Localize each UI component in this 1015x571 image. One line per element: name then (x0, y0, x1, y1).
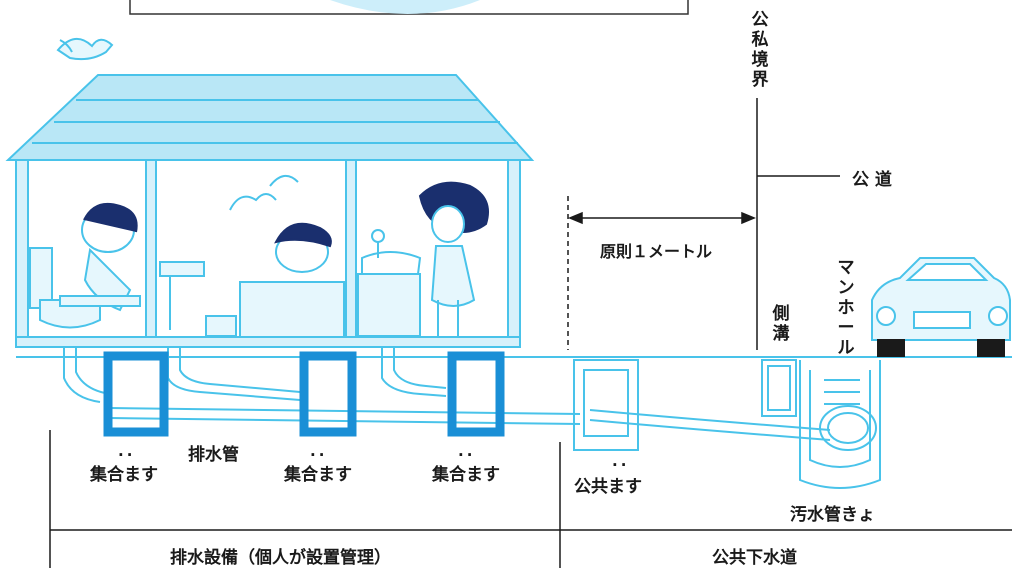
bottom-bracket (49, 430, 1012, 568)
top-frame (129, 0, 689, 15)
public-sewer-label: 公共下水道 (712, 548, 797, 568)
collection-box-label-1: 集合ます (90, 465, 158, 485)
emphasis-dots: ·· (118, 446, 136, 464)
drain-pipe-label: 排水管 (188, 445, 239, 465)
one-meter-arrow (568, 211, 756, 225)
side-ditch-label: 側溝 (772, 304, 790, 344)
kitchen-person-illustration (357, 181, 489, 337)
private-facilities-label: 排水設備（個人が設置管理） (170, 548, 391, 568)
manhole-label: マンホール (837, 258, 855, 358)
collection-boxes (103, 351, 505, 437)
emphasis-dots: ·· (612, 456, 630, 474)
house-frame (15, 159, 521, 348)
public-box-label: 公共ます (574, 477, 642, 497)
collection-box-label-2: 集合ます (284, 465, 352, 485)
toilet-person-illustration (29, 202, 141, 329)
car-illustration (871, 257, 1011, 357)
boundary-lines (567, 98, 840, 350)
public-sewer-works (573, 359, 881, 489)
emphasis-dots: ·· (458, 446, 476, 464)
public-road-label: 公 道 (852, 170, 892, 190)
collection-box-label-3: 集合ます (432, 465, 500, 485)
top-frame-shade (330, 0, 480, 14)
one-meter-label: 原則１メートル (600, 242, 713, 261)
bird-illustration (56, 38, 114, 61)
house-roof (5, 74, 535, 161)
bath-person-illustration (159, 175, 345, 338)
boundary-label: 公私境界 (751, 10, 769, 90)
sewer-pipe-label: 汚水管きょ (790, 505, 875, 525)
emphasis-dots: ·· (310, 446, 328, 464)
